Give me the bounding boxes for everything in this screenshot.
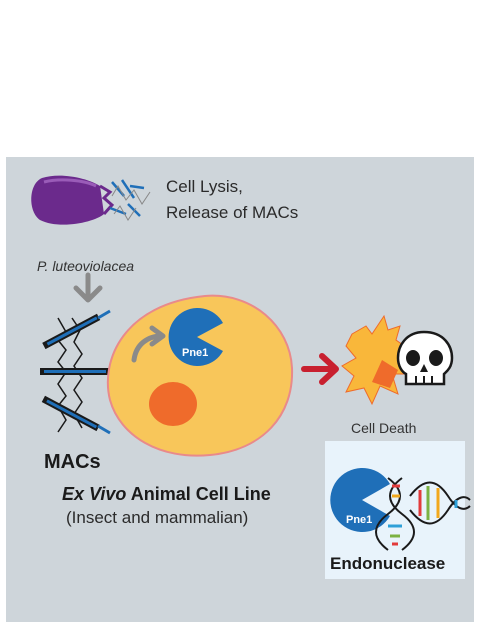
pne1-pacman-icon xyxy=(168,308,223,366)
release-label: Release of MACs xyxy=(166,203,299,222)
cell-death-label: Cell Death xyxy=(351,420,417,436)
bacterium-icon xyxy=(31,175,151,225)
endonuclease-label: Endonuclease xyxy=(330,554,446,573)
lysis-label: Cell Lysis, xyxy=(166,177,243,196)
down-arrow-icon xyxy=(73,272,103,303)
pne1-label: Pne1 xyxy=(182,347,209,359)
title-italic: Ex Vivo xyxy=(62,484,127,504)
cell-nucleus xyxy=(149,382,197,426)
dna-icon xyxy=(375,477,471,551)
skull-icon xyxy=(396,330,454,386)
red-arrow-icon xyxy=(301,353,339,385)
entry-arrow-icon xyxy=(131,325,166,363)
cell-line-subtitle: (Insect and mammalian) xyxy=(66,508,249,527)
macs-icon xyxy=(40,309,122,435)
macs-label: MACs xyxy=(44,451,101,473)
pne1-inset-pacman-icon xyxy=(330,468,390,533)
dead-cell-nucleus xyxy=(372,360,398,388)
cell-line-title: Ex Vivo Animal Cell Line xyxy=(62,484,271,505)
species-label: P. luteoviolacea xyxy=(37,258,135,274)
title-rest: Animal Cell Line xyxy=(126,484,271,504)
pne1-inset-label: Pne1 xyxy=(346,514,373,526)
